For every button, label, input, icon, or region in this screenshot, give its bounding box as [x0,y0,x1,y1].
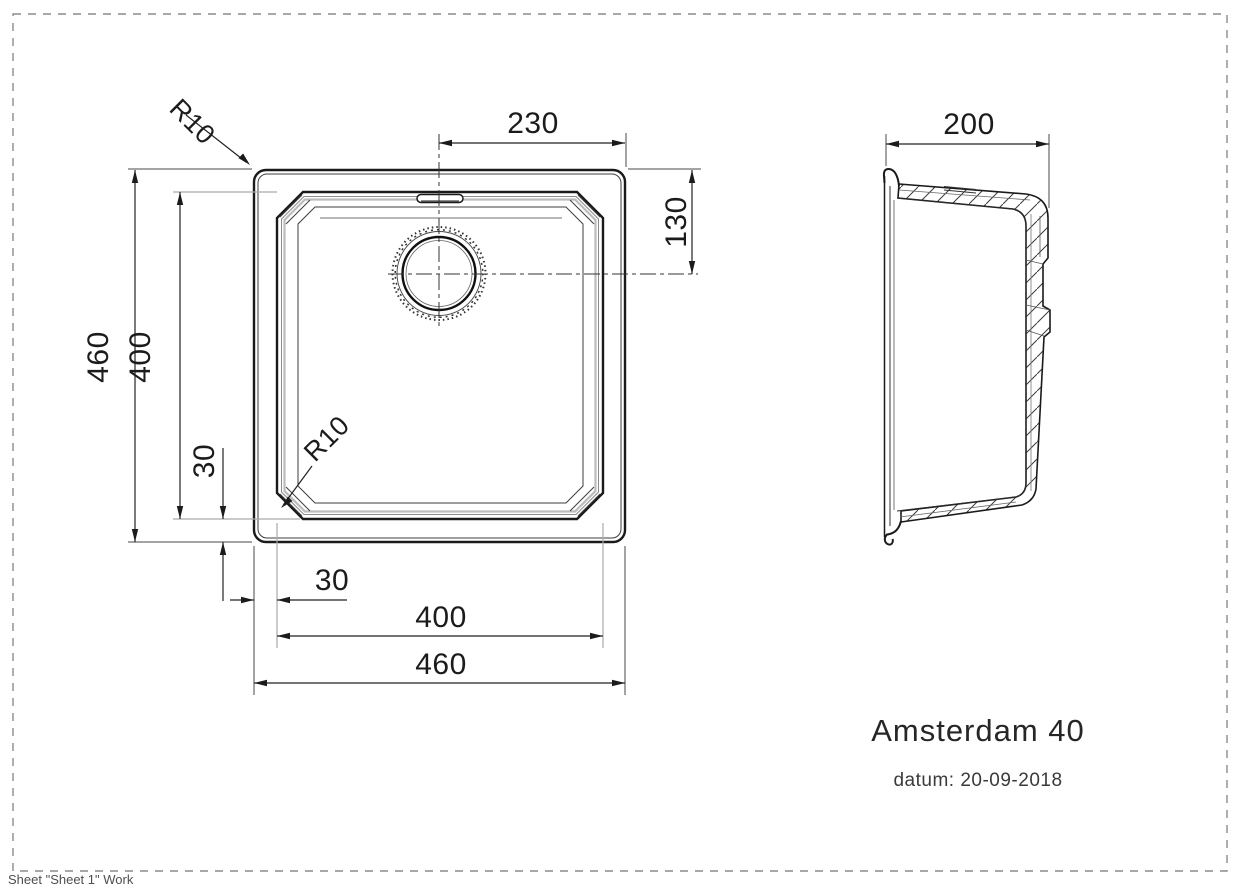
callout-inner-radius: R10 [281,410,355,508]
overflow-slot [416,193,464,204]
dim-drain-center-x-label: 230 [507,107,559,140]
side-detail-lines [898,186,1051,518]
dimension-drain-center-x: 230 [439,107,625,147]
dimension-bowl-height: 400 [124,192,184,519]
dimension-depth: 200 [885,108,1050,208]
product-name: Amsterdam 40 [871,713,1085,748]
bowl-rim [275,190,605,521]
side-rim-lips [882,167,902,546]
title-block: Amsterdam 40 datum: 20-09-2018 [871,713,1085,791]
sheet-label: Sheet "Sheet 1" Work [8,872,134,887]
dim-drain-center-y-label: 130 [660,196,693,248]
bowl-cavity-outline [896,197,1027,512]
callout-outer-radius: R10 [164,93,250,165]
dim-overall-width-label: 460 [415,648,467,681]
dim-bowl-bottom-offset-label: 30 [188,444,221,478]
dim-depth-label: 200 [943,108,995,141]
dimension-bowl-left-offset: 30 [230,564,349,604]
dim-bowl-left-offset-label: 30 [315,564,349,597]
dim-bowl-width-label: 400 [415,601,467,634]
bowl-inner-edge [279,194,601,517]
dimension-overall-width: 460 [254,648,625,687]
side-left-edge [883,176,895,537]
callout-outer-radius-label: R10 [164,93,221,150]
dim-overall-height-label: 460 [82,331,115,383]
drain-centerlines [388,134,698,329]
front-view: 460 400 30 230 130 [82,93,701,695]
dimension-overall-height: 460 [82,170,139,542]
dimension-bowl-width: 400 [277,601,603,640]
dimension-bowl-bottom-offset: 30 [188,444,227,601]
page-border [12,13,1228,872]
section-hatch-band [897,183,1051,523]
drawing-date: datum: 20-09-2018 [893,770,1062,791]
dimension-drain-center-y: 130 [660,170,696,274]
side-view: 200 [882,108,1051,546]
dim-bowl-height-label: 400 [124,331,157,383]
callout-inner-radius-label: R10 [298,410,355,467]
extension-lines [128,133,701,695]
